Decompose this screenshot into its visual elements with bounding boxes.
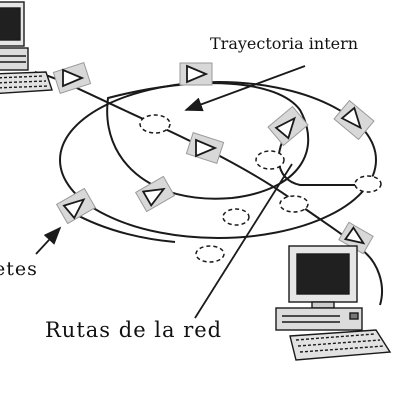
route-left-top: [34, 71, 151, 123]
packet: [55, 187, 97, 225]
router-node: [279, 195, 309, 213]
packets-pointer: [35, 226, 62, 255]
packet: [333, 99, 375, 141]
network-routes-label: Rutas de la red: [45, 318, 223, 342]
computer-right-icon: [275, 245, 392, 361]
router-node: [139, 114, 171, 134]
router-node: [222, 208, 250, 226]
router-node: [255, 150, 285, 170]
label-pointers: [35, 65, 306, 319]
packet: [134, 175, 176, 213]
packet: [185, 131, 225, 165]
packet: [52, 61, 92, 95]
router-node: [354, 175, 382, 193]
inner-route-ring: [106, 82, 310, 200]
outer-route-ring: [59, 81, 377, 239]
packet: [179, 62, 213, 86]
router-nodes: [139, 114, 382, 263]
packet: [267, 105, 309, 147]
internal-path-label: Trayectoria intern: [210, 34, 359, 53]
packets-label: etes: [0, 258, 38, 280]
internal-path-pointer: [184, 65, 306, 112]
route-to-right-computer: [361, 249, 383, 306]
packets: [52, 61, 375, 255]
router-node: [195, 245, 225, 263]
computer-left-icon: [0, 1, 53, 95]
routes-pointer: [194, 163, 293, 319]
